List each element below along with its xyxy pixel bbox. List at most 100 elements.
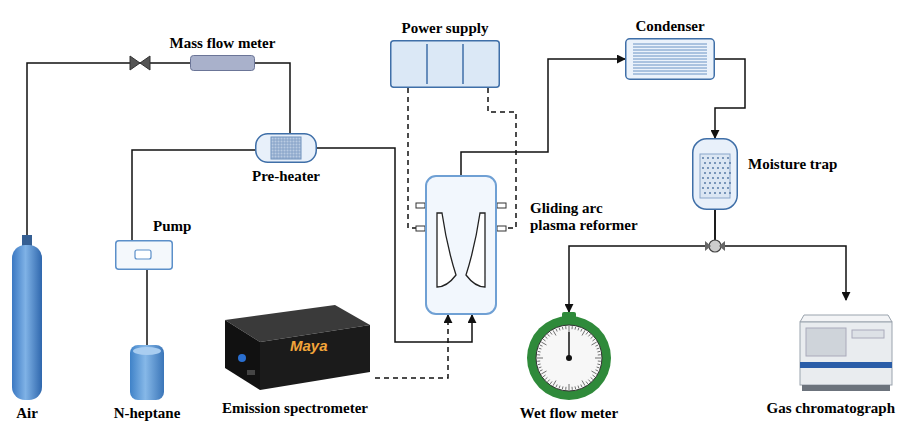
shape-part xyxy=(598,354,601,355)
node-label: Condenser xyxy=(635,18,704,35)
shape-part xyxy=(556,329,557,332)
shape-part xyxy=(130,56,140,70)
flow-line xyxy=(132,150,255,240)
shape-part xyxy=(550,332,552,334)
shape-part xyxy=(595,358,601,359)
shape-part xyxy=(712,187,714,189)
shape-part xyxy=(559,328,561,331)
shape-part xyxy=(714,172,716,174)
shape-part xyxy=(719,172,721,174)
three-way-valve xyxy=(705,240,725,252)
shape-part xyxy=(633,50,707,51)
shape-part xyxy=(729,162,731,164)
moisture-trap-shape xyxy=(692,138,738,210)
shape-part xyxy=(712,177,714,179)
shape-part xyxy=(727,167,729,169)
shape-part xyxy=(569,384,570,390)
shape-part xyxy=(712,157,714,159)
shape-part xyxy=(289,137,290,159)
shape-part xyxy=(292,137,293,159)
shape-part xyxy=(536,325,602,391)
shape-part xyxy=(568,332,570,358)
shape-part xyxy=(633,65,707,66)
shape-part xyxy=(633,71,707,72)
shape-part xyxy=(597,348,600,350)
shape-part xyxy=(582,330,585,335)
shape-part xyxy=(283,137,284,159)
shape-part xyxy=(727,187,729,189)
shape-part xyxy=(548,380,550,382)
flow-line xyxy=(146,270,148,345)
shape-part xyxy=(707,157,709,159)
shape-part xyxy=(541,371,546,374)
shape-part xyxy=(437,213,456,287)
shape-part xyxy=(719,241,725,251)
shape-part xyxy=(717,157,719,159)
shape-part xyxy=(548,334,550,336)
shape-part xyxy=(592,342,597,345)
shape-part xyxy=(727,177,729,179)
node-label: Power supply xyxy=(402,20,489,37)
shape-part xyxy=(800,315,892,322)
shape-part xyxy=(633,53,707,54)
shape-part xyxy=(729,182,731,184)
shape-part xyxy=(714,162,716,164)
shape-part xyxy=(705,241,711,251)
shape-part xyxy=(280,137,281,159)
fuel-bottle-shape xyxy=(128,345,166,400)
pre-heater-shape xyxy=(255,133,317,163)
shape-part xyxy=(538,364,541,366)
shape-part xyxy=(722,187,724,189)
shape-part xyxy=(247,370,255,375)
shape-part xyxy=(581,385,582,388)
shape-part xyxy=(274,137,275,159)
shape-part xyxy=(550,382,552,384)
shape-part xyxy=(541,342,546,345)
shape-part xyxy=(133,347,161,355)
shape-part xyxy=(714,192,716,194)
wet-flow-meter: Wet flow meter xyxy=(525,312,613,400)
node-label: Gliding arc plasma reformer xyxy=(530,200,648,235)
shape-part xyxy=(633,47,707,48)
shape-part xyxy=(562,327,564,330)
shape-part xyxy=(700,154,730,198)
shape-part xyxy=(702,157,704,159)
flow-line xyxy=(715,59,745,138)
shape-part xyxy=(191,56,255,71)
shape-part xyxy=(593,339,595,341)
shape-part xyxy=(702,187,704,189)
gas-chromatograph: Gas chromatograph xyxy=(800,300,892,395)
node-label: Mass flow meter xyxy=(170,35,276,52)
shape-part xyxy=(578,386,580,389)
shape-part xyxy=(702,177,704,179)
node-label: Wet flow meter xyxy=(520,405,618,422)
shape-part xyxy=(135,250,151,259)
power-supply: Power supply xyxy=(390,40,500,88)
shape-part xyxy=(271,137,301,159)
shape-part xyxy=(277,137,278,159)
shape-part xyxy=(633,74,707,75)
shape-part xyxy=(260,325,370,390)
shape-part xyxy=(704,182,706,184)
shape-part xyxy=(724,192,726,194)
shape-part xyxy=(722,167,724,169)
node-label: Pump xyxy=(153,218,191,235)
shape-part xyxy=(800,322,892,385)
condenser: Condenser xyxy=(625,38,715,80)
shape-part xyxy=(566,355,572,361)
shape-part xyxy=(633,44,707,45)
shape-part xyxy=(709,182,711,184)
shape-part xyxy=(225,320,260,390)
shape-part xyxy=(712,167,714,169)
shape-part xyxy=(852,330,884,338)
shape-part xyxy=(416,226,425,231)
shape-part xyxy=(565,387,566,390)
plasma-reformer-shape xyxy=(425,175,497,315)
condenser-shape xyxy=(625,38,715,80)
shape-part xyxy=(586,382,588,384)
shape-part xyxy=(416,203,425,208)
shape-part xyxy=(717,177,719,179)
shape-part xyxy=(575,386,577,389)
shape-part xyxy=(130,345,164,400)
node-label: Gas chromatograph xyxy=(767,400,895,417)
